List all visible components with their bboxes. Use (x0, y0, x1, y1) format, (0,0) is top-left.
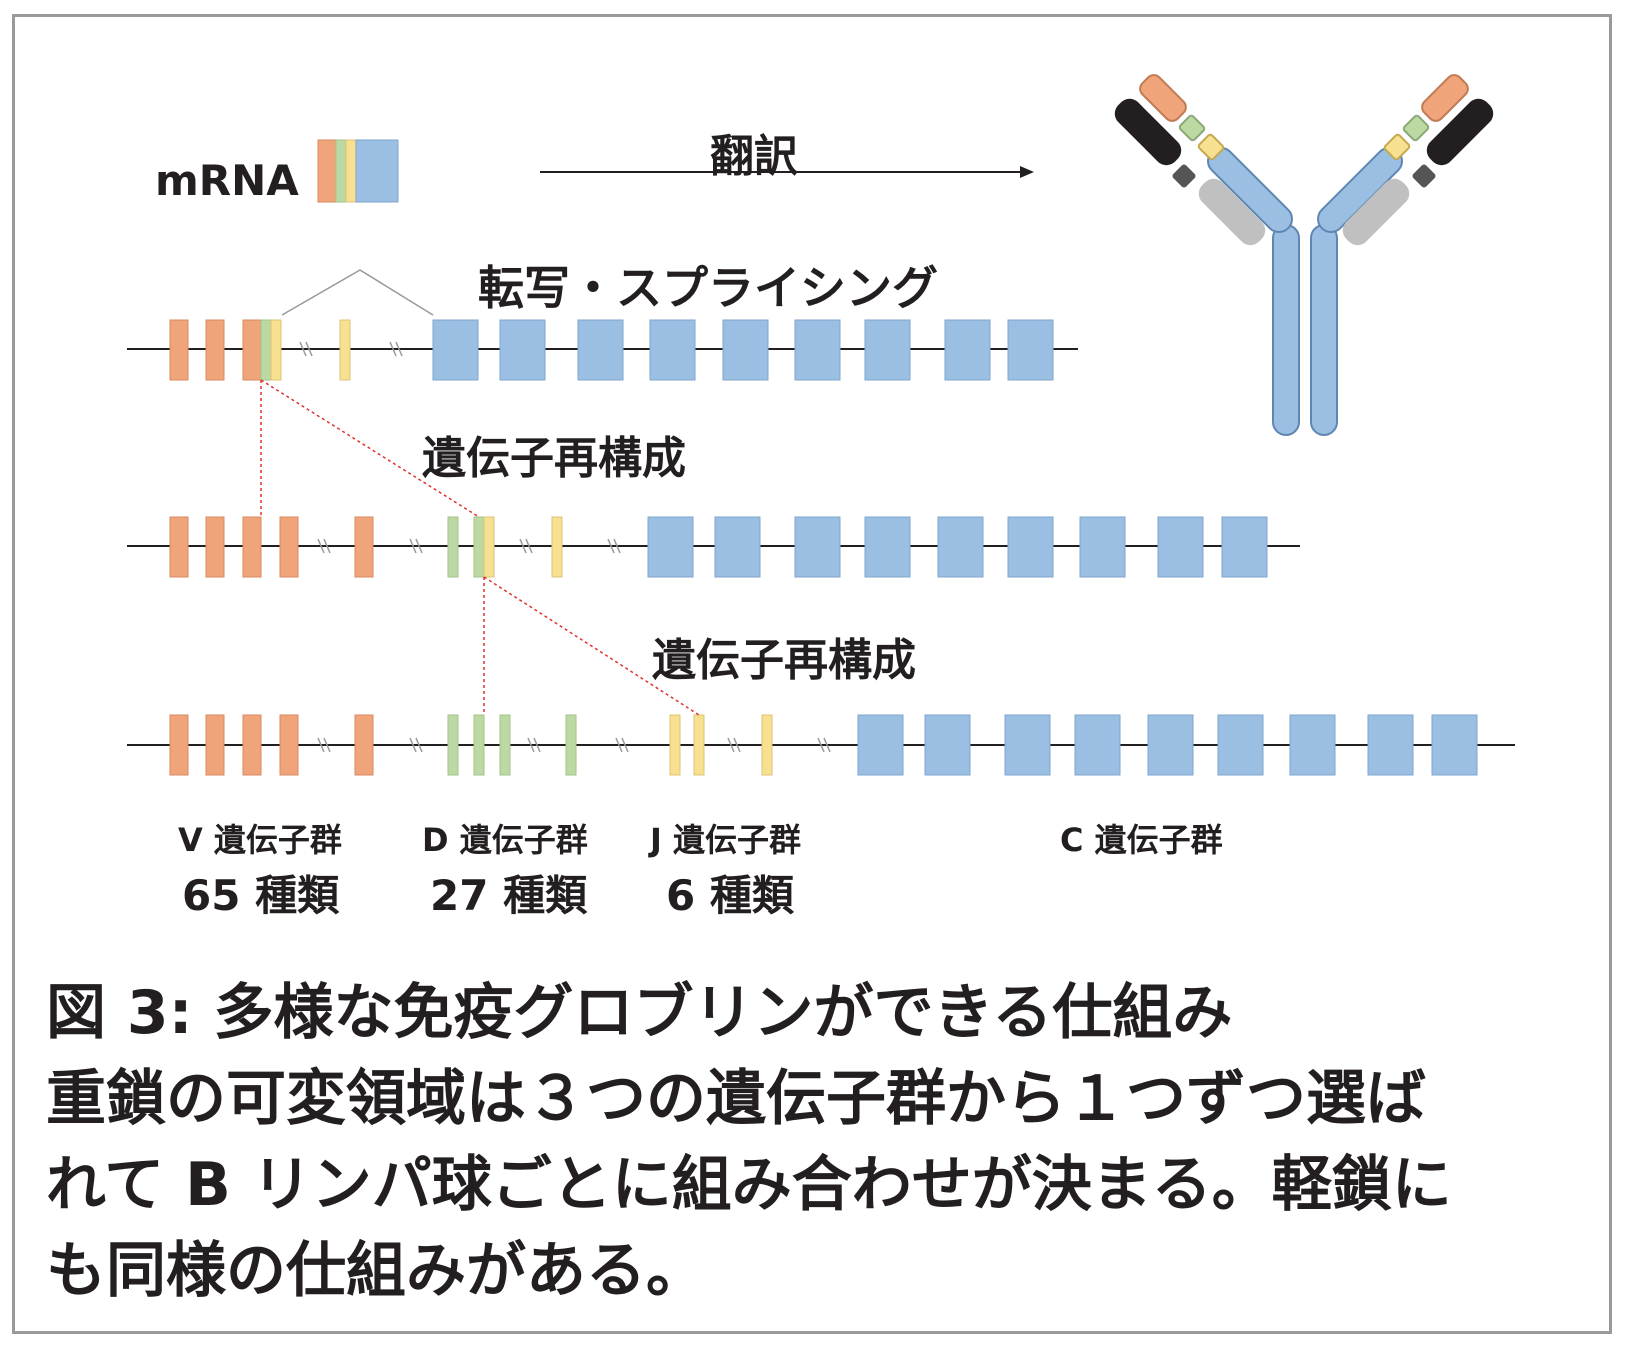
v-gene-group-label: V 遺伝子群 (178, 821, 342, 859)
caption-line-2: 重鎖の可変領域は３つの遺伝子群から１つずつ選ば (46, 1064, 1426, 1134)
j-gene-group-count: 6 種類 (666, 871, 794, 920)
mrna-strip (317, 139, 399, 203)
d-gene-group-label: D 遺伝子群 (422, 821, 588, 859)
gene-row-spliced (127, 319, 1078, 381)
antibody-icon (1114, 74, 1494, 436)
translation-arrow (540, 166, 1034, 178)
translation-label: 翻訳 (710, 131, 798, 182)
v-gene-group-count: 65 種類 (182, 871, 340, 920)
splice-connector (281, 269, 434, 316)
rearrangement-links (260, 379, 700, 716)
caption-line-1: 図 3: 多様な免疫グロブリンができる仕組み (46, 978, 1233, 1048)
rearrangement-label-1: 遺伝子再構成 (422, 433, 686, 484)
caption-line-3: れて B リンパ球ごとに組み合わせが決まる。軽鎖に (46, 1150, 1452, 1220)
j-gene-group-label: J 遺伝子群 (650, 821, 802, 859)
figure-caption: 図 3: 多様な免疫グロブリンができる仕組み 重鎖の可変領域は３つの遺伝子群から… (46, 970, 1586, 1314)
gene-row-dj-joined (127, 516, 1300, 578)
rearrangement-label-2: 遺伝子再構成 (652, 635, 916, 686)
d-gene-group-count: 27 種類 (430, 871, 588, 920)
splicing-label: 転写・スプライシング (478, 261, 938, 315)
caption-line-4: も同様の仕組みがある。 (46, 1236, 706, 1306)
c-gene-group-label: C 遺伝子群 (1060, 821, 1223, 859)
mrna-label: mRNA (155, 156, 299, 205)
gene-row-germline (127, 714, 1515, 776)
